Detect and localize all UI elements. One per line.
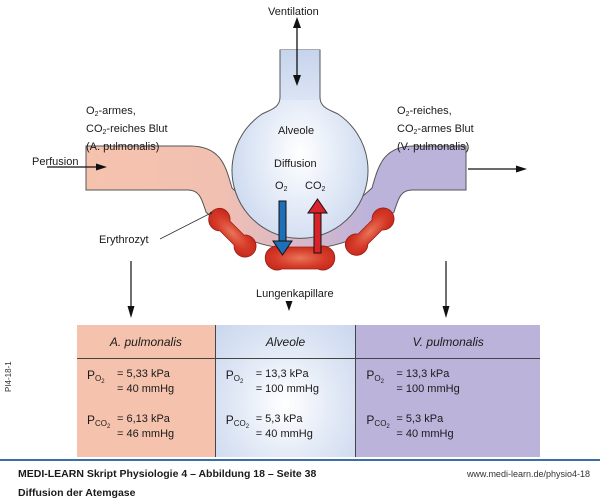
ventilation-arrow xyxy=(293,17,301,86)
perfusion-label: Perfusion xyxy=(32,156,79,168)
right-blood-label: O2-reiches, CO2-armes Blut (V. pulmonali… xyxy=(397,105,474,153)
perfusion-in-arrow xyxy=(47,163,107,171)
column-header: V. pulmonalis xyxy=(356,325,541,359)
column-a-pulmonalis: A. pulmonalis PO2 = 5,33 kPa = 40 mmHg P… xyxy=(77,325,215,457)
o2-label: O2 xyxy=(275,180,288,193)
co2-diffusion-arrow xyxy=(307,198,328,254)
column-alveole: Alveole PO2 = 13,3 kPa = 100 mmHg PCO2 =… xyxy=(214,325,356,457)
column-header: A. pulmonalis xyxy=(77,325,215,359)
footer-title: Diffusion der Atemgase xyxy=(18,487,136,499)
diffusion-label: Diffusion xyxy=(274,158,317,170)
erythrozyt-pointer xyxy=(159,212,212,240)
arrow-to-v-pulmonalis xyxy=(442,261,450,318)
footer-divider xyxy=(0,459,600,461)
perfusion-out-arrow xyxy=(468,165,527,173)
o2-diffusion-arrow xyxy=(272,200,293,256)
column-header: Alveole xyxy=(215,325,356,359)
column-v-pulmonalis: V. pulmonalis PO2 = 13,3 kPa = 100 mmHg … xyxy=(355,325,541,457)
alveole-label: Alveole xyxy=(278,125,315,137)
erythrocyte-right xyxy=(344,207,395,256)
partial-pressure-table: A. pulmonalis PO2 = 5,33 kPa = 40 mmHg P… xyxy=(77,325,541,457)
co2-label: CO2 xyxy=(305,180,326,193)
erythrocyte-center xyxy=(264,245,336,271)
erythrozyt-label: Erythrozyt xyxy=(99,234,149,246)
arrow-to-alveole xyxy=(285,301,293,311)
erythrocyte-left xyxy=(208,207,257,258)
diffusion-diagram xyxy=(47,17,527,318)
lungenkapillare-label: Lungenkapillare xyxy=(256,288,334,300)
left-blood-label: O2-armes, CO2-reiches Blut (A. pulmonali… xyxy=(86,105,168,153)
footer-url[interactable]: www.medi-learn.de/physio4-18 xyxy=(466,469,590,479)
ventilation-label: Ventilation xyxy=(268,6,319,18)
arrow-to-a-pulmonalis xyxy=(127,261,135,318)
alveolus xyxy=(231,49,369,239)
figure-code: PI4-18-1 xyxy=(4,361,13,392)
footer-source: MEDI-LEARN Skript Physiologie 4 – Abbild… xyxy=(18,468,317,480)
